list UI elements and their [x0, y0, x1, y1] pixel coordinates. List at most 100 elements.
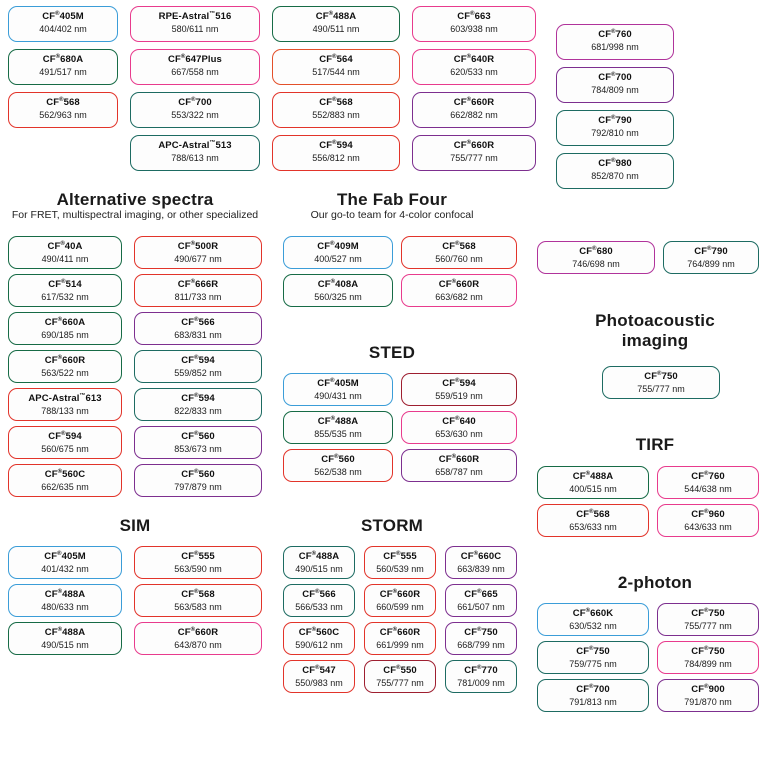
dye-name: CF®750 [576, 646, 610, 658]
trademark-symbol: ® [190, 279, 196, 285]
trademark-symbol: ® [466, 97, 472, 103]
dye-name: CF®760 [691, 471, 725, 483]
trademark-symbol: ® [332, 140, 337, 146]
trademark-symbol: ® [191, 97, 196, 103]
dye-wavelengths: 668/799 nm [457, 639, 505, 650]
dye-wavelengths: 663/839 nm [457, 563, 505, 574]
trademark-symbol: ® [55, 54, 61, 60]
trademark-symbol: ® [190, 241, 196, 247]
dye-name: CF®660R [44, 355, 86, 367]
dye-wavelengths: 663/682 nm [435, 291, 483, 302]
trademark-symbol: ® [477, 589, 482, 595]
section-title-two-photon: 2-photon [617, 573, 693, 592]
trademark-symbol: ® [332, 97, 337, 103]
trademark-symbol: ® [611, 115, 616, 121]
dye-name: CF®700 [576, 684, 610, 696]
trademark-symbol: ® [194, 355, 199, 361]
dye-wavelengths: 563/522 nm [41, 367, 89, 378]
dye-name: CF®488A [298, 551, 340, 563]
trademark-symbol: ® [57, 355, 63, 361]
trademark-symbol: ® [194, 393, 199, 399]
section-title-sim: SIM [119, 516, 151, 535]
dye-name: CF®560 [181, 431, 215, 443]
